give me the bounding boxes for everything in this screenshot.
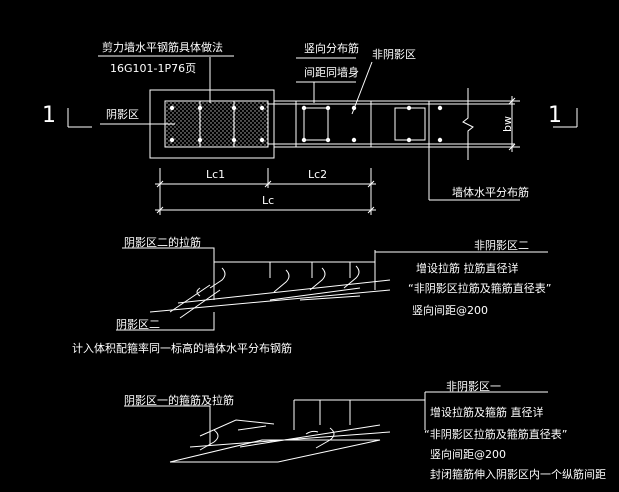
note-2-line-1: 增设拉筋 拉筋直径详	[416, 261, 519, 275]
shadow-zone-hatch	[164, 100, 269, 148]
vertical-dist-label: 竖向分布筋	[304, 41, 359, 55]
note-1-line-1: 增设拉筋及箍筋 直径详	[430, 405, 544, 419]
shadow-label-2: 阴影区二	[116, 318, 160, 331]
break-line	[462, 88, 474, 160]
note-1-line-2: “非阴影区拉筋及箍筋直径表”	[424, 427, 567, 441]
note-2-line-2: “非阴影区拉筋及箍筋直径表”	[408, 281, 551, 295]
section-mark-left	[67, 108, 92, 128]
dim-lc1: Lc1	[206, 168, 225, 181]
bw-dimension-label: bw	[501, 116, 514, 132]
note-1-line-4: 封闭箍筋伸入阴影区内一个纵筋间距	[430, 467, 606, 481]
section-mark-right-number: 1	[548, 103, 562, 128]
bottom-note-2: 计入体积配箍率同一标高的墙体水平分布钢筋	[72, 341, 292, 355]
stirrup-label-1: 阴影区一的箍筋及拉筋	[124, 393, 234, 407]
note-2-line-3: 竖向间距@200	[412, 303, 488, 317]
leader-non-shadow	[351, 61, 373, 115]
section-mark-left-number: 1	[42, 103, 56, 128]
callout-reference: 16G101-1P76页	[110, 62, 196, 75]
wall-plan-view: 1 1	[42, 57, 578, 215]
dim-lc2: Lc2	[308, 168, 327, 181]
vertical-rebars	[169, 105, 443, 143]
non-shadow-label-1: 非阴影区一	[446, 380, 501, 393]
detail-shadow-zone-1	[124, 391, 548, 463]
spacing-label: 间距同墙身	[304, 65, 359, 79]
note-1-line-3: 竖向间距@200	[430, 447, 506, 461]
callout-title: 剪力墙水平钢筋具体做法	[102, 40, 223, 54]
shadow-label: 阴影区	[106, 108, 139, 121]
dim-lc: Lc	[262, 194, 274, 207]
section-mark-right	[553, 108, 578, 128]
detail-shadow-zone-2	[116, 247, 548, 331]
wall-horizontal-label: 墙体水平分布筋	[452, 185, 529, 199]
non-shadow-label-2: 非阴影区二	[474, 239, 529, 252]
non-shadow-label: 非阴影区	[372, 48, 416, 61]
tie-label-2: 阴影区二的拉筋	[124, 235, 201, 249]
